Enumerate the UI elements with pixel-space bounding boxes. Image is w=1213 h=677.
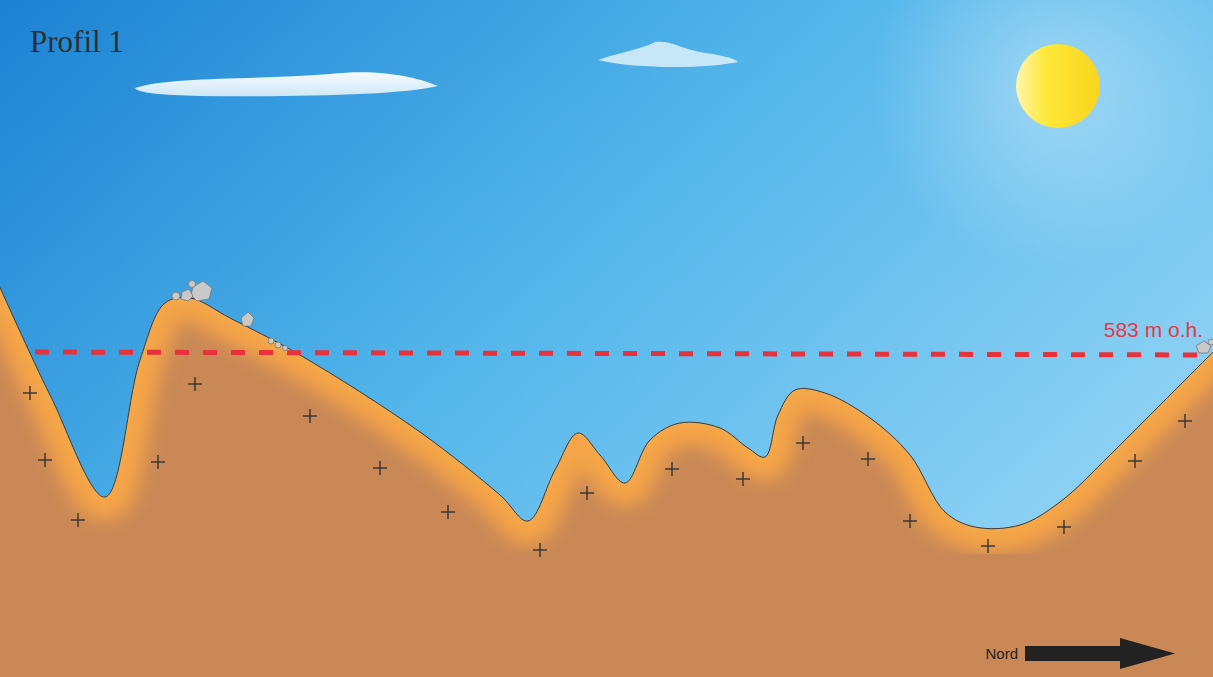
elevation-label: 583 m o.h. (1104, 318, 1203, 342)
rock-symbol (38, 453, 52, 467)
rock-symbol (71, 513, 85, 527)
bedrock (0, 283, 1213, 677)
rock-symbol (373, 461, 387, 475)
rock-symbol (665, 462, 679, 476)
rock-symbol (188, 377, 202, 391)
weathered-layer (0, 283, 1213, 529)
rock-symbol (1128, 454, 1142, 468)
rock-symbol (736, 472, 750, 486)
rock-symbol (580, 486, 594, 500)
profile-title: Profil 1 (30, 24, 124, 60)
rock-symbol (1057, 520, 1071, 534)
rock-symbol (533, 543, 547, 557)
rock-symbol (861, 452, 875, 466)
rock-symbol (903, 514, 917, 528)
rock-symbol (23, 386, 37, 400)
rock-symbol (1178, 414, 1192, 428)
terrain-outline (0, 283, 1213, 529)
direction-label: Nord (985, 645, 1018, 662)
rock-symbol (441, 505, 455, 519)
rock-symbol (796, 436, 810, 450)
weathered-layer (0, 283, 1213, 529)
rock-symbol (151, 455, 165, 469)
rock-symbol (981, 539, 995, 553)
rock-symbol (303, 409, 317, 423)
